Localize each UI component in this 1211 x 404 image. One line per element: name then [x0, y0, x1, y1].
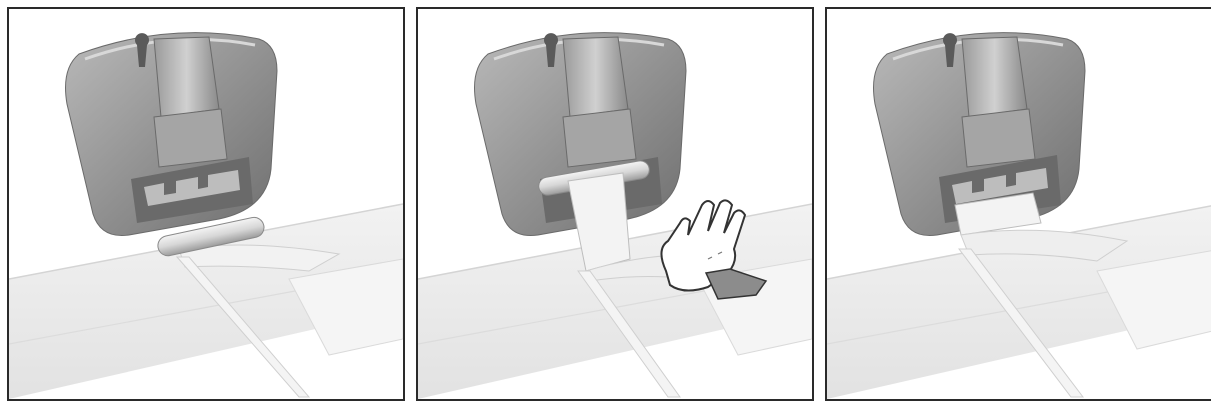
center-clip [962, 37, 1027, 117]
step-2-illustration [418, 9, 812, 399]
step-3-illustration [827, 9, 1211, 399]
step-1-illustration [9, 9, 403, 399]
center-clip [154, 37, 219, 117]
step-2-panel [416, 7, 814, 401]
step-1-panel [7, 7, 405, 401]
clip-tab [563, 109, 636, 167]
step-3-panel [825, 7, 1211, 401]
clip-tab [154, 109, 227, 167]
clip-tab [962, 109, 1035, 167]
center-clip [563, 37, 628, 117]
